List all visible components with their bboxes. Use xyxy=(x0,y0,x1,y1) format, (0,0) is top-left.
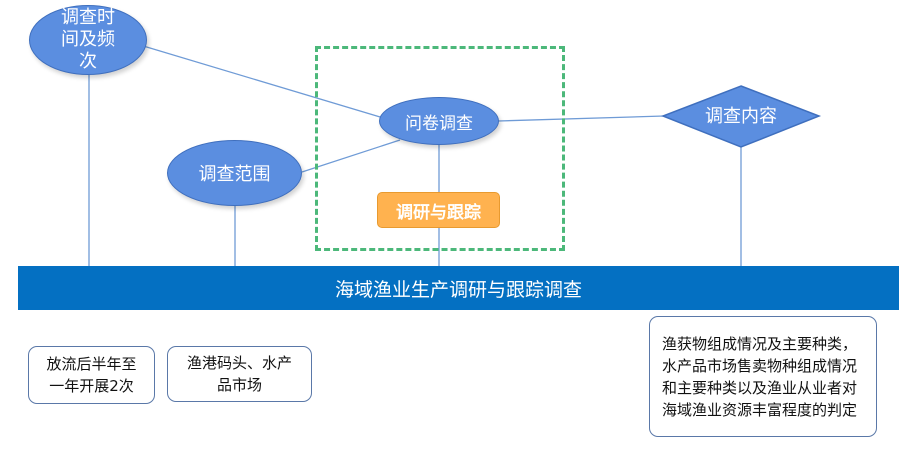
time-frequency-node: 调查时间及频次 xyxy=(29,5,147,75)
link-time-to-questionnaire xyxy=(139,44,391,121)
research-tracking-badge: 调研与跟踪 xyxy=(377,192,500,228)
content-label: 调查内容 xyxy=(705,106,777,127)
questionnaire-group-frame xyxy=(315,46,565,251)
survey-banner: 海域渔业生产调研与跟踪调查 xyxy=(18,266,899,310)
questionnaire-node: 问卷调查 xyxy=(379,97,499,145)
questionnaire-label: 问卷调查 xyxy=(405,113,473,134)
link-scope-to-questionnaire xyxy=(301,139,401,173)
scope-label: 调查范围 xyxy=(198,164,271,185)
content-note: 渔获物组成情况及主要种类，水产品市场售卖物种组成情况和主要种类以及渔业从业者对海… xyxy=(649,316,877,437)
link-questionnaire-to-content xyxy=(497,115,665,122)
scope-note: 渔港码头、水产品市场 xyxy=(167,346,312,402)
content-note-text: 渔获物组成情况及主要种类，水产品市场售卖物种组成情况和主要种类以及渔业从业者对海… xyxy=(662,334,858,419)
time-frequency-note: 放流后半年至一年开展2次 xyxy=(28,346,155,404)
scope-node: 调查范围 xyxy=(167,140,302,206)
research-tracking-label: 调研与跟踪 xyxy=(396,202,481,223)
time-frequency-label: 调查时间及频次 xyxy=(61,7,115,72)
scope-note-text: 渔港码头、水产品市场 xyxy=(186,354,292,394)
content-node: 调查内容 xyxy=(700,92,782,142)
time-frequency-note-text: 放流后半年至一年开展2次 xyxy=(46,355,137,395)
survey-banner-title: 海域渔业生产调研与跟踪调查 xyxy=(334,278,582,301)
content-diamond-shape xyxy=(660,85,822,148)
